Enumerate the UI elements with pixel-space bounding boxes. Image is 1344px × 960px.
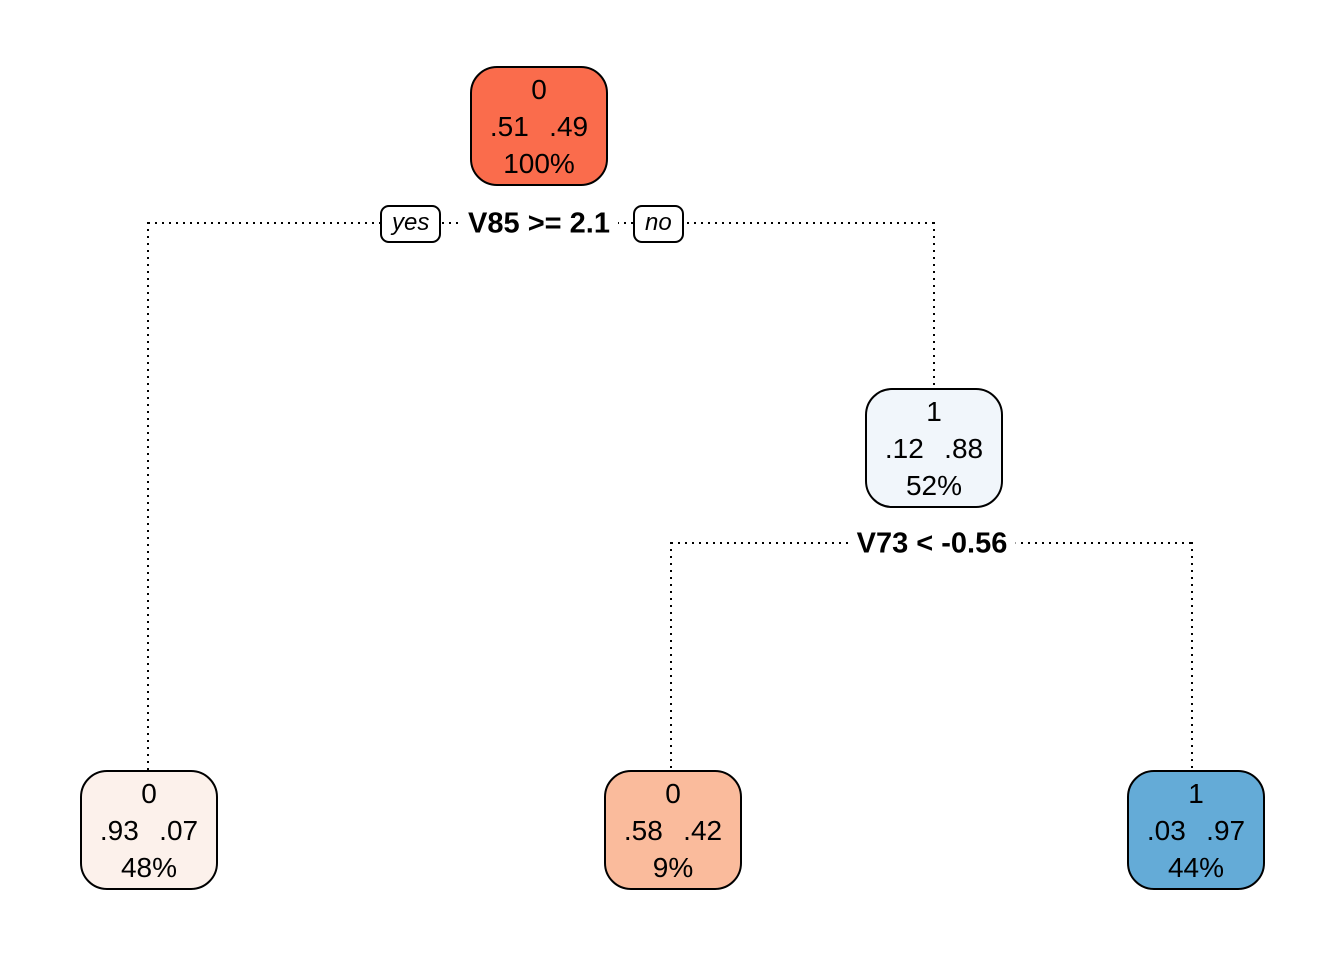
node-coverage: 9% [652, 851, 694, 883]
node-probabilities: .58 .42 [623, 814, 723, 846]
node-class-label: 0 [665, 777, 681, 809]
branch-line-middle-vertical [670, 542, 672, 770]
branch-line-left-vertical [147, 222, 149, 770]
split-condition-2: V73 < -0.56 [848, 527, 1016, 561]
tree-leaf-right: 1 .03 .97 44% [1127, 770, 1265, 890]
yes-branch-label: yes [380, 205, 442, 243]
node-probabilities: .93 .07 [99, 814, 199, 846]
node-probabilities: .03 .97 [1146, 814, 1246, 846]
no-branch-label: no [633, 205, 684, 243]
node-class-label: 0 [141, 777, 157, 809]
branch-line-right-vertical [933, 222, 935, 388]
tree-leaf-left: 0 .93 .07 48% [80, 770, 218, 890]
tree-node-internal-right: 1 .12 .88 52% [865, 388, 1003, 508]
node-coverage: 44% [1167, 851, 1225, 883]
node-probabilities: .51 .49 [489, 110, 589, 142]
node-probabilities: .12 .88 [884, 432, 984, 464]
node-class-label: 1 [926, 395, 942, 427]
node-coverage: 100% [503, 147, 575, 179]
branch-line-farright-vertical [1191, 542, 1193, 770]
node-class-label: 1 [1188, 777, 1204, 809]
node-coverage: 52% [905, 469, 963, 501]
tree-leaf-middle: 0 .58 .42 9% [604, 770, 742, 890]
node-class-label: 0 [531, 73, 547, 105]
node-coverage: 48% [120, 851, 178, 883]
tree-node-root: 0 .51 .49 100% [470, 66, 608, 186]
split-condition-1: V85 >= 2.1 [460, 207, 618, 241]
